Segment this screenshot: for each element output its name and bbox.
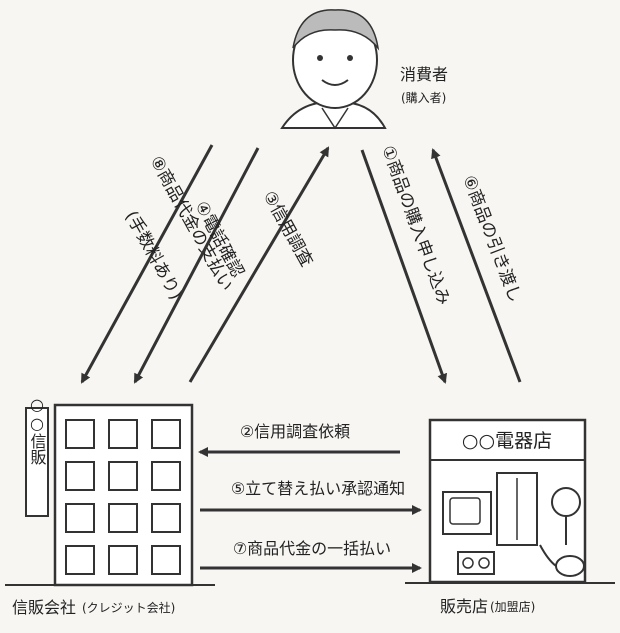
arrow-purchase-application: [360, 149, 448, 384]
label-credit-investigation: ③信用調査: [259, 188, 317, 271]
credit-company-sign: ○○信販: [28, 395, 47, 465]
label-credit-check-request: ②信用調査依頼: [240, 422, 350, 441]
credit-company-subcaption: (クレジット会社): [82, 600, 175, 615]
store-sign: ○○電器店: [462, 430, 552, 452]
consumer-illustration: [280, 9, 387, 130]
arrow-credit-investigation: [188, 146, 330, 383]
label-approval-notice: ⑤立て替え払い承認通知: [231, 479, 405, 498]
store-caption: 販売店: [440, 597, 488, 616]
label-fee-note: (手数料あり): [121, 208, 186, 304]
credit-company-building: [25, 403, 194, 587]
store-subcaption: (加盟店): [490, 600, 535, 614]
arrow-payment: [80, 144, 214, 384]
label-lump-sum-payment: ⑦商品代金の一括払い: [233, 539, 391, 558]
consumer-label: 消費者: [400, 65, 448, 84]
consumer-sublabel: (購入者): [401, 91, 446, 105]
arrow-product-delivery: [431, 148, 522, 383]
label-product-delivery: ⑥商品の引き渡し: [458, 173, 525, 306]
appliances-illustration: [442, 472, 585, 577]
arrow-phone-confirmation: [133, 147, 260, 384]
credit-company-caption: 信販会社: [12, 598, 76, 617]
